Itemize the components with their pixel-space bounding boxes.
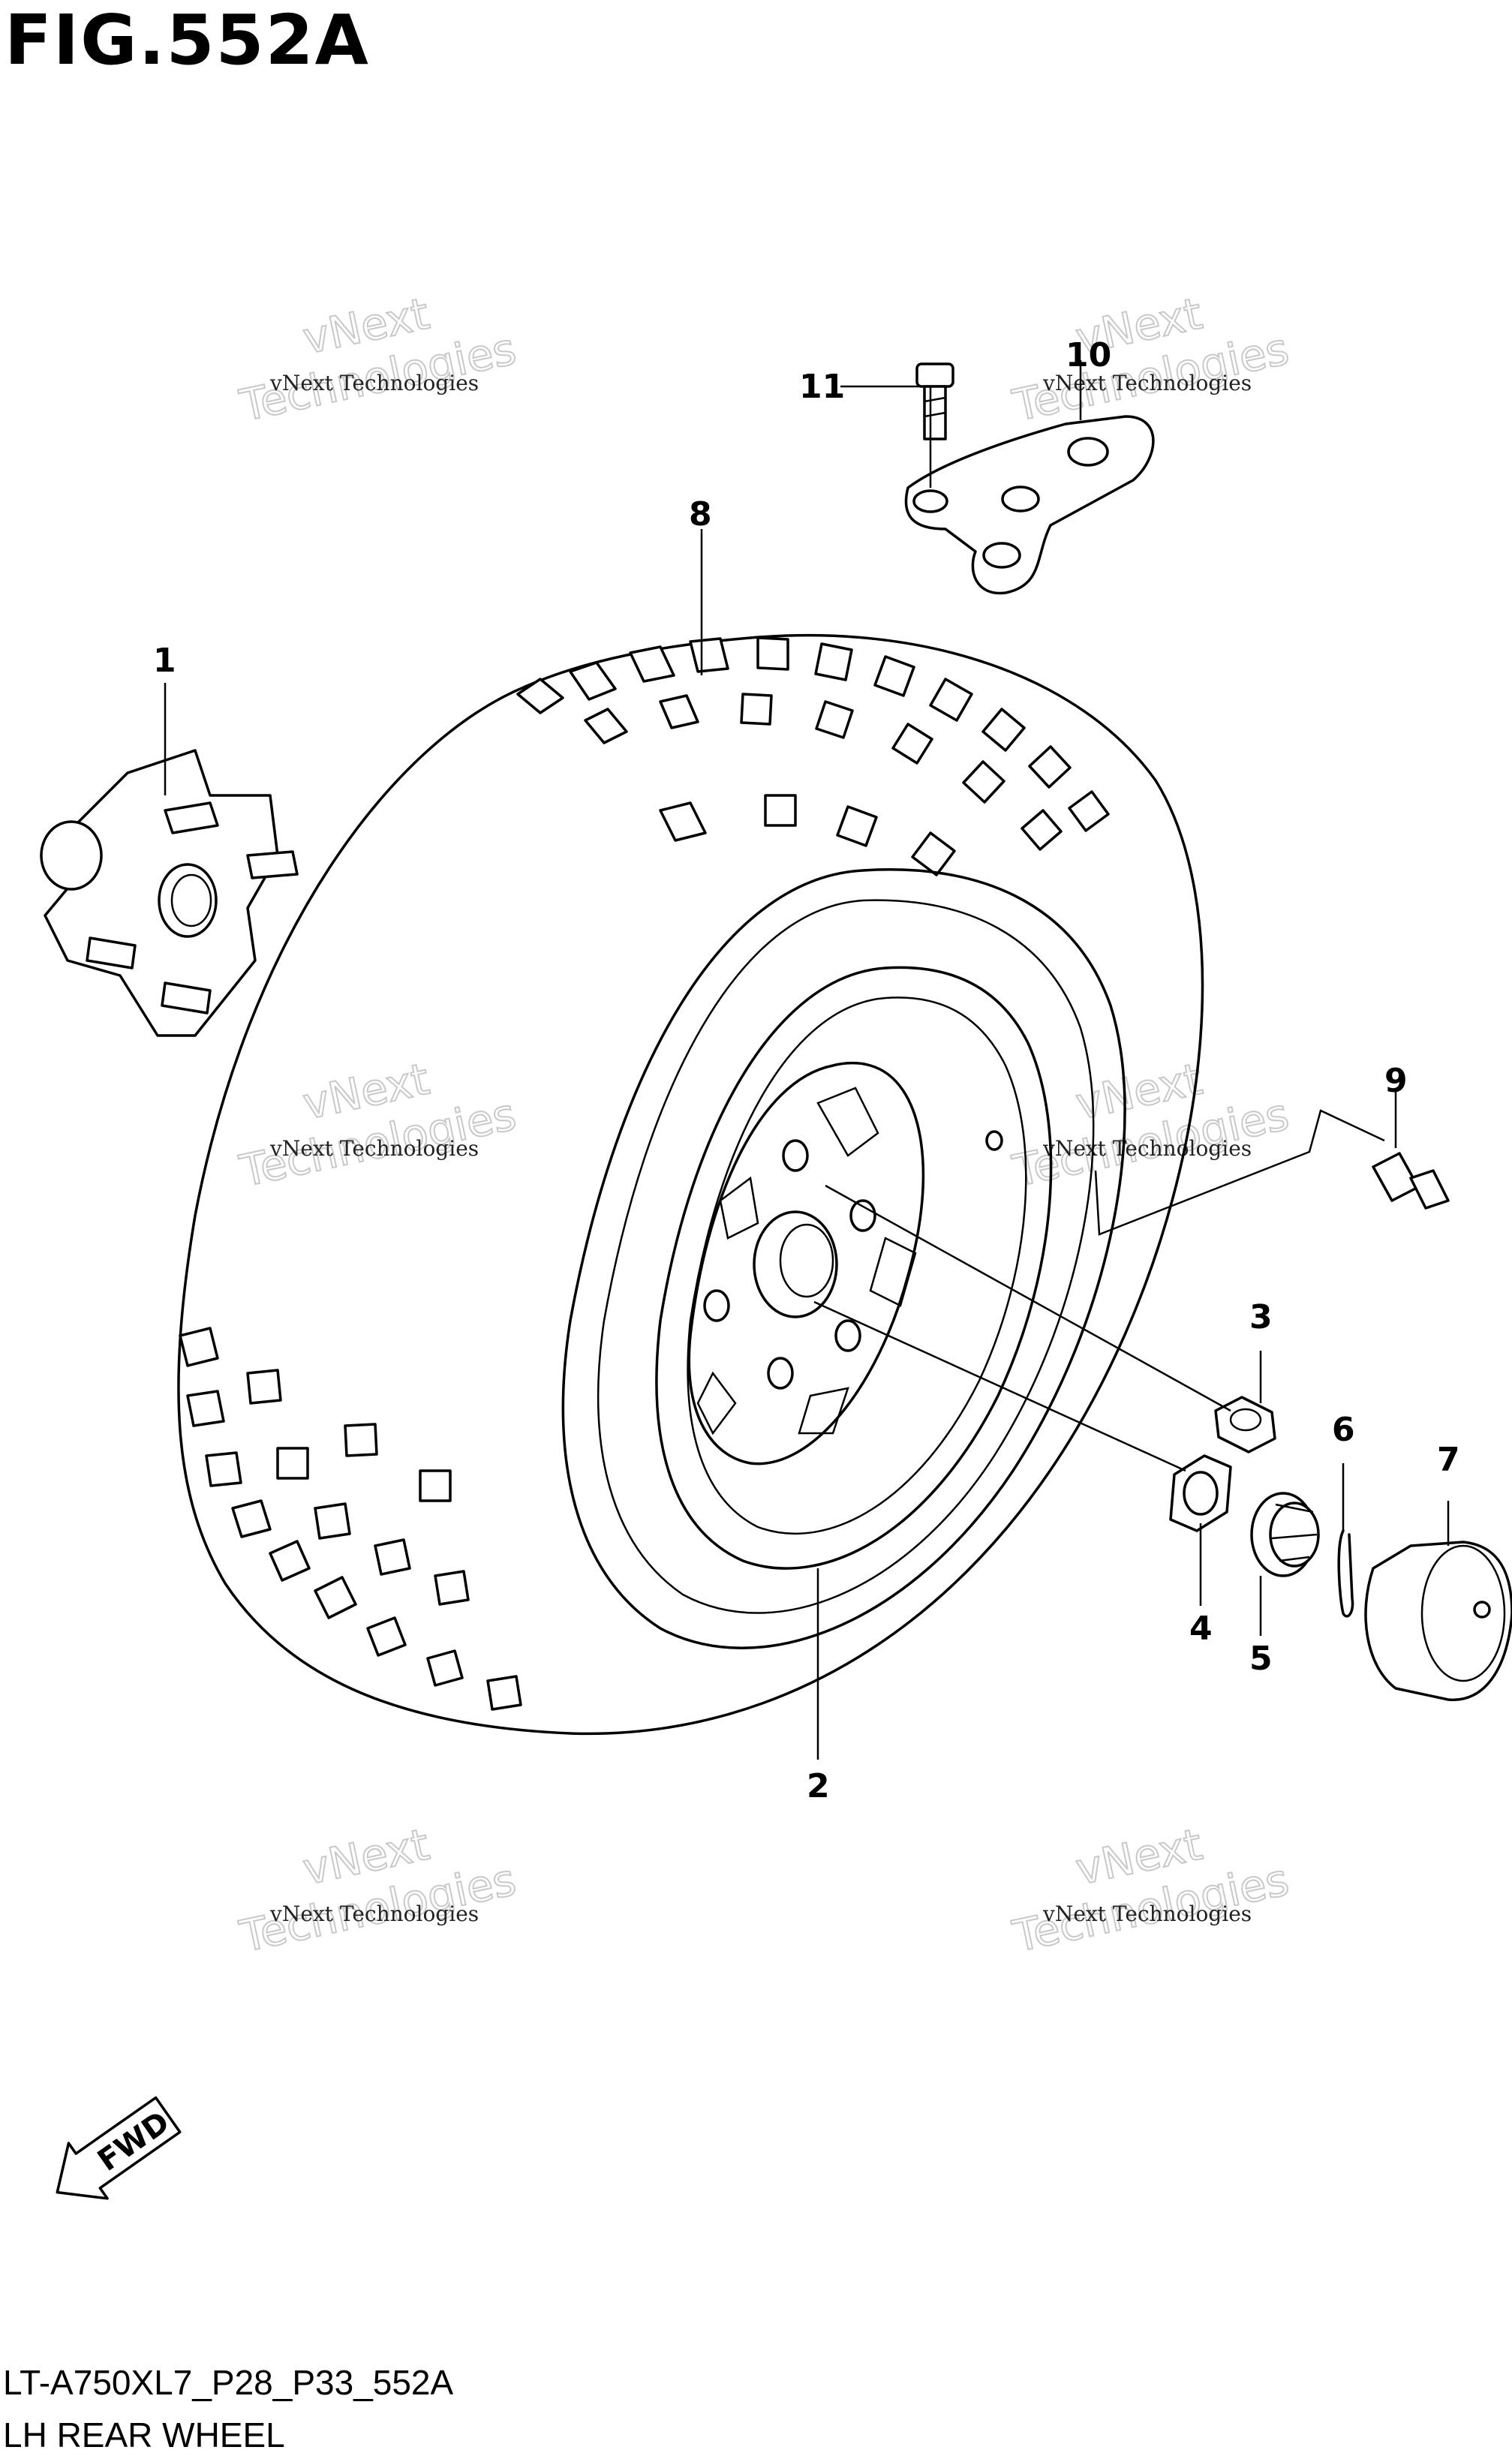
svg-text:vNext Technologies: vNext Technologies xyxy=(1042,371,1252,395)
callout-1: 1 xyxy=(153,642,176,680)
callout-9: 9 xyxy=(1384,1062,1408,1100)
svg-text:vNext Technologies: vNext Technologies xyxy=(269,1136,479,1161)
watermark-mid-left: Technologies vNext vNext Technologies xyxy=(235,1053,522,1198)
watermark-bottom-right: Technologies vNext vNext Technologies xyxy=(1008,1818,1294,1963)
callout-8: 8 xyxy=(689,495,712,534)
tire-drawing xyxy=(177,633,1204,1736)
svg-text:vNext Technologies: vNext Technologies xyxy=(1042,1901,1252,1926)
cap-drawing xyxy=(1364,1541,1512,1701)
rim-drawing xyxy=(655,966,1053,1570)
bracket-drawing xyxy=(904,415,1155,595)
hub-studs xyxy=(86,801,299,1015)
figure-code: LT-A750XL7_P28_P33_552A xyxy=(3,2363,454,2402)
fwd-direction-badge: FWD xyxy=(56,2096,182,2200)
svg-text:vNext Technologies: vNext Technologies xyxy=(1042,1136,1252,1161)
watermark-mid-right: Technologies vNext vNext Technologies xyxy=(1008,1053,1294,1198)
callout-7: 7 xyxy=(1437,1441,1460,1479)
bolt-drawing xyxy=(915,362,954,440)
figure-name: LH REAR WHEEL xyxy=(3,2415,285,2454)
fwd-arrow-icon xyxy=(56,2096,182,2200)
washer-drawing xyxy=(1169,1454,1232,1532)
svg-text:vNext Technologies: vNext Technologies xyxy=(269,1901,479,1926)
nut-drawing xyxy=(1214,1396,1276,1453)
hub-drawing xyxy=(40,749,299,1037)
watermark-bottom-left: Technologies vNext vNext Technologies xyxy=(235,1818,522,1963)
leader-lines xyxy=(164,360,1450,1760)
callout-2: 2 xyxy=(807,1767,830,1805)
cotter-pin-drawing xyxy=(1337,1529,1354,1618)
callout-6: 6 xyxy=(1332,1411,1355,1449)
tire-tread-top xyxy=(516,636,1110,876)
svg-text:vNext Technologies: vNext Technologies xyxy=(269,371,479,395)
callout-11: 11 xyxy=(799,368,845,406)
watermark-top-right: Technologies vNext vNext Technologies xyxy=(1008,287,1294,432)
figure-title: FIG.552A xyxy=(5,0,370,80)
callout-10: 10 xyxy=(1066,336,1111,374)
castle-nut-drawing xyxy=(1250,1492,1320,1577)
callout-5: 5 xyxy=(1249,1640,1273,1678)
callout-4: 4 xyxy=(1189,1610,1213,1648)
watermark-top-left: Technologies vNext vNext Technologies xyxy=(235,287,522,432)
valve-drawing xyxy=(1094,1109,1450,1236)
callout-3: 3 xyxy=(1249,1298,1273,1336)
tire-tread-bottom xyxy=(179,1327,522,1711)
